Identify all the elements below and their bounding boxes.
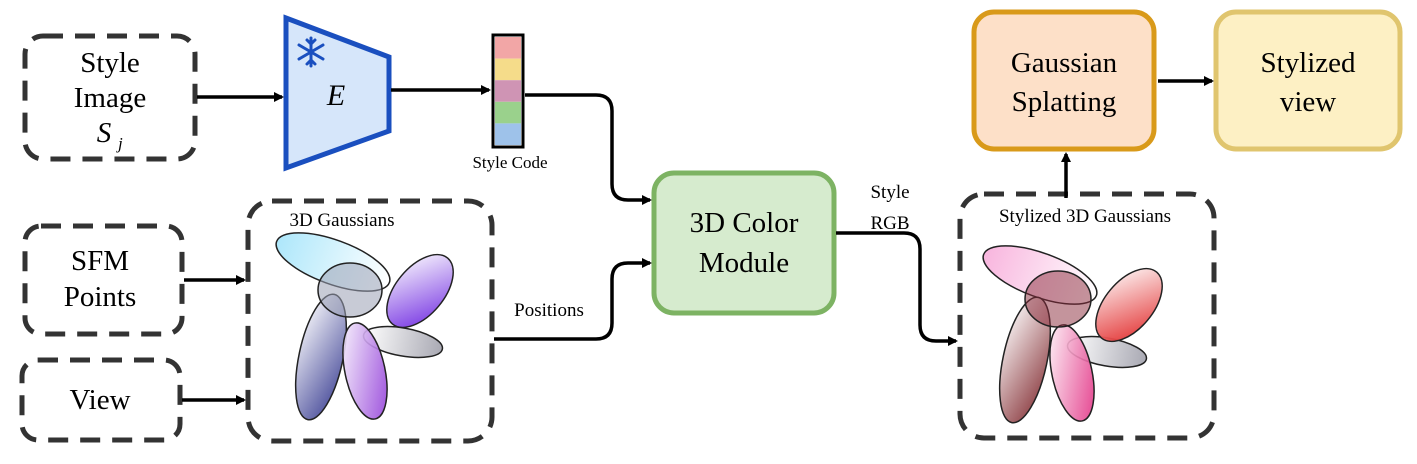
sfm-points-node: SFM Points (22, 223, 185, 337)
style-image-line1: Style (80, 47, 140, 79)
style-rgb-label-line1: Style (870, 182, 909, 203)
stylized-gaussians-node: Stylized 3D Gaussians (957, 191, 1217, 441)
gaussian-splatting-line2: Splatting (1012, 86, 1117, 118)
positions-arrow (494, 258, 652, 341)
stylized-gaussian-ellipses (982, 245, 1163, 424)
view-label: View (69, 384, 130, 416)
snowflake-icon (297, 36, 325, 68)
encoder-label: E (326, 79, 345, 112)
view-node: View (19, 357, 183, 443)
sfm-points-line2: Points (64, 281, 137, 313)
style-image-subscript: j (116, 134, 123, 153)
style-rgb-label-line2: RGB (870, 213, 909, 234)
style-code-cell (495, 101, 521, 124)
stylized-view-line2: view (1280, 86, 1336, 118)
color-module-line2: Module (699, 247, 789, 279)
positions-label: Positions (514, 300, 584, 321)
style-code-cell (495, 80, 521, 102)
style-image-line2: Image (74, 82, 146, 114)
gaussians-3d-label: 3D Gaussians (289, 210, 394, 231)
stylized-view-node: Stylized view (1213, 9, 1403, 152)
sfm-points-line1: SFM (71, 245, 129, 277)
style-code-cell (495, 37, 521, 59)
style-code-cell (495, 123, 521, 145)
gaussian-splatting-node: Gaussian Splatting (971, 9, 1157, 152)
style-code-label: Style Code (472, 153, 547, 172)
gaussian-splatting-line1: Gaussian (1011, 47, 1118, 79)
style-code-node: Style Code (472, 33, 548, 172)
color-module-line1: 3D Color (690, 207, 799, 239)
gaussian-ellipses (275, 232, 454, 421)
stylized-view-line1: Stylized (1260, 47, 1356, 79)
stylized-gaussians-label: Stylized 3D Gaussians (999, 206, 1171, 227)
edges (182, 76, 1214, 405)
encoder-node: E (283, 14, 392, 172)
code-to-module-arrow (525, 93, 652, 205)
style-image-symbol: S (97, 117, 112, 149)
style-image-node: Style Image S j (22, 33, 198, 162)
color-module-node: 3D Color Module (651, 170, 837, 316)
gaussians-3d-node: 3D Gaussians (245, 198, 495, 444)
style-rgb-arrow (836, 231, 958, 346)
style-code-cells (495, 37, 521, 145)
style-code-cell (495, 58, 521, 81)
